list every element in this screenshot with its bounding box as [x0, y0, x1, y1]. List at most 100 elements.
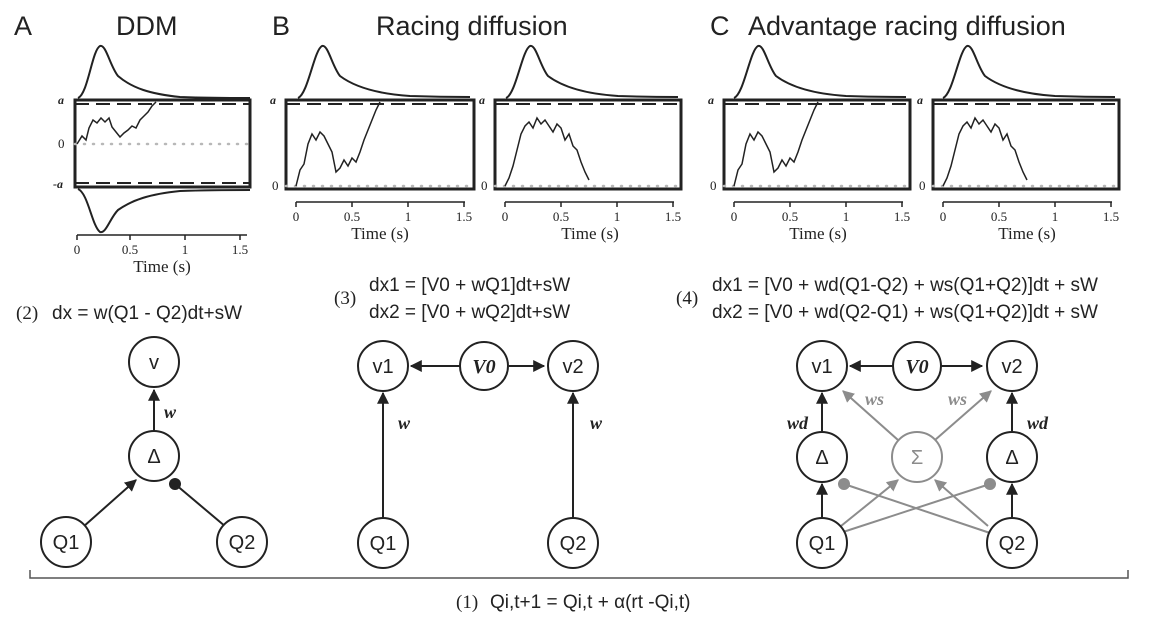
rd-w2-label: w	[590, 413, 603, 433]
ard2-sample-path	[942, 116, 1028, 187]
ard2-tick-0: 0	[940, 209, 947, 224]
panel-b-title: Racing diffusion	[376, 11, 568, 41]
ard-node-delta1	[796, 431, 848, 483]
rd2-bound-upper-label: a	[479, 93, 485, 107]
ard-node-v1	[796, 340, 848, 392]
rd2-tick-15: 1.5	[665, 209, 681, 224]
ard-node-q2-label: Q2	[999, 533, 1026, 555]
ard-node-q2	[986, 517, 1038, 569]
rd-node-v1	[357, 340, 409, 392]
rd1-tick-0: 0	[293, 209, 300, 224]
ddm-node-delta-label: Δ	[147, 446, 160, 468]
ddm-w-label: w	[164, 402, 177, 422]
eq2-number: (2)	[16, 303, 38, 324]
ard2-x-axis-title: Time (s)	[998, 224, 1055, 243]
rd2-plot-frame	[493, 98, 683, 191]
rd2-bound-zero-label: 0	[481, 178, 488, 193]
ddm-tick-1: 1	[182, 242, 189, 257]
ard-ws-left-label: ws	[865, 389, 884, 409]
ddm-q1-to-delta-edge	[82, 479, 137, 528]
ard-ws-right-label: ws	[948, 389, 967, 409]
ard-node-v0	[892, 341, 942, 391]
ard-node-v0-label: V0	[905, 356, 928, 378]
rd-plot-1: a 0 0 0.5 1 1.5 Time (s)	[270, 45, 476, 243]
ard2-tick-1: 1	[1052, 209, 1059, 224]
ard-node-delta2-label: Δ	[1005, 447, 1018, 469]
ard1-tick-0: 0	[731, 209, 738, 224]
ddm-node-v-label: v	[149, 352, 159, 374]
rd2-rt-density	[505, 45, 679, 99]
eq4-number: (4)	[676, 288, 698, 309]
rd1-tick-15: 1.5	[456, 209, 472, 224]
panel-c-letter: C	[710, 11, 730, 41]
rd2-tick-1: 1	[614, 209, 621, 224]
bottom-bracket	[29, 570, 1129, 579]
ard-inhib-terminal-right	[984, 478, 996, 490]
ard-node-sigma-label: Σ	[911, 447, 923, 469]
ard-node-sigma	[891, 431, 943, 483]
panel-a-letter: A	[14, 11, 32, 41]
rd-node-v2-label: v2	[562, 356, 583, 378]
ddm-node-v	[128, 336, 180, 388]
ard-network: v1 V0 v2 Δ Σ Δ Q1 Q2 wd wd ws ws	[787, 340, 1049, 569]
ard-wd-right-label: wd	[1027, 413, 1049, 433]
ard-q2-to-sigma-edge	[934, 479, 989, 527]
ard2-tick-05: 0.5	[991, 209, 1007, 224]
ard-plot-2: a 0 0 0.5 1 1.5 Time (s)	[917, 45, 1121, 243]
ddm-node-q1-label: Q1	[53, 532, 80, 554]
ard1-tick-1: 1	[843, 209, 850, 224]
rd-node-v1-label: v1	[372, 356, 393, 378]
eq3-line-2: dx2 = [V0 + wQ2]dt+sW	[369, 302, 570, 323]
ard1-tick-15: 1.5	[894, 209, 910, 224]
ard2-bound-zero-label: 0	[919, 178, 926, 193]
ard2-rt-density	[942, 45, 1116, 99]
ard-q2-to-delta1-inhib	[843, 483, 991, 534]
eq2-text: dx = w(Q1 - Q2)dt+sW	[52, 303, 242, 324]
panel-b-letter: B	[272, 11, 290, 41]
ard1-bound-zero-label: 0	[710, 178, 717, 193]
ddm-network: v Δ Q1 Q2 w	[40, 336, 268, 568]
rd-node-v0-label: V0	[472, 356, 495, 378]
eq4-line-1: dx1 = [V0 + wd(Q1-Q2) + ws(Q1+Q2)]dt + s…	[712, 275, 1098, 296]
ard-plot-1: a 0 0 0.5 1 1.5 Time (s)	[708, 45, 912, 243]
rd-node-v0	[459, 341, 509, 391]
ard1-bound-upper-label: a	[708, 93, 714, 107]
ard-sigma-to-v2-edge	[934, 390, 992, 441]
rd1-x-axis-title: Time (s)	[351, 224, 408, 243]
equation-2: (2) dx = w(Q1 - Q2)dt+sW	[16, 303, 242, 324]
ddm-inhibitory-terminal	[169, 478, 181, 490]
panel-c-title: Advantage racing diffusion	[748, 11, 1066, 41]
ard1-plot-frame	[722, 98, 912, 191]
rd2-tick-0: 0	[502, 209, 509, 224]
ard-q1-to-sigma-edge	[840, 479, 899, 527]
ard-node-delta2	[986, 431, 1038, 483]
ard-inhib-terminal-left	[838, 478, 850, 490]
ddm-tick-15: 1.5	[232, 242, 248, 257]
ard-node-v2-label: v2	[1001, 356, 1022, 378]
ard-node-q1-label: Q1	[809, 533, 836, 555]
rd-node-q2-label: Q2	[560, 533, 587, 555]
rd2-x-axis-title: Time (s)	[561, 224, 618, 243]
ddm-bound-upper-label: a	[58, 93, 64, 107]
ard-node-q1	[796, 517, 848, 569]
ddm-sample-path	[76, 101, 157, 145]
panel-a-title: DDM	[116, 11, 178, 41]
ard-node-v1-label: v1	[811, 356, 832, 378]
rd1-bound-upper-label: a	[270, 93, 276, 107]
rd-node-q1-label: Q1	[370, 533, 397, 555]
ddm-tick-0: 0	[74, 242, 81, 257]
rd-network: v1 V0 v2 Q1 Q2 w w	[357, 340, 603, 569]
eq4-line-2: dx2 = [V0 + wd(Q2-Q1) + ws(Q1+Q2)]dt + s…	[712, 302, 1098, 323]
rd-plot-2: a 0 0 0.5 1 1.5 Time (s)	[479, 45, 683, 243]
equation-3: (3) dx1 = [V0 + wQ1]dt+sW dx2 = [V0 + wQ…	[334, 275, 570, 323]
ddm-q2-to-delta-edge	[174, 483, 227, 528]
ard2-plot-frame	[931, 98, 1121, 191]
eq3-number: (3)	[334, 288, 356, 309]
eq3-line-1: dx1 = [V0 + wQ1]dt+sW	[369, 275, 570, 296]
ard-node-v2	[986, 340, 1038, 392]
ard1-rt-density	[733, 45, 907, 99]
rd2-tick-05: 0.5	[553, 209, 569, 224]
ard-wd-left-label: wd	[787, 413, 809, 433]
ard-sigma-to-v1-edge	[842, 390, 899, 441]
